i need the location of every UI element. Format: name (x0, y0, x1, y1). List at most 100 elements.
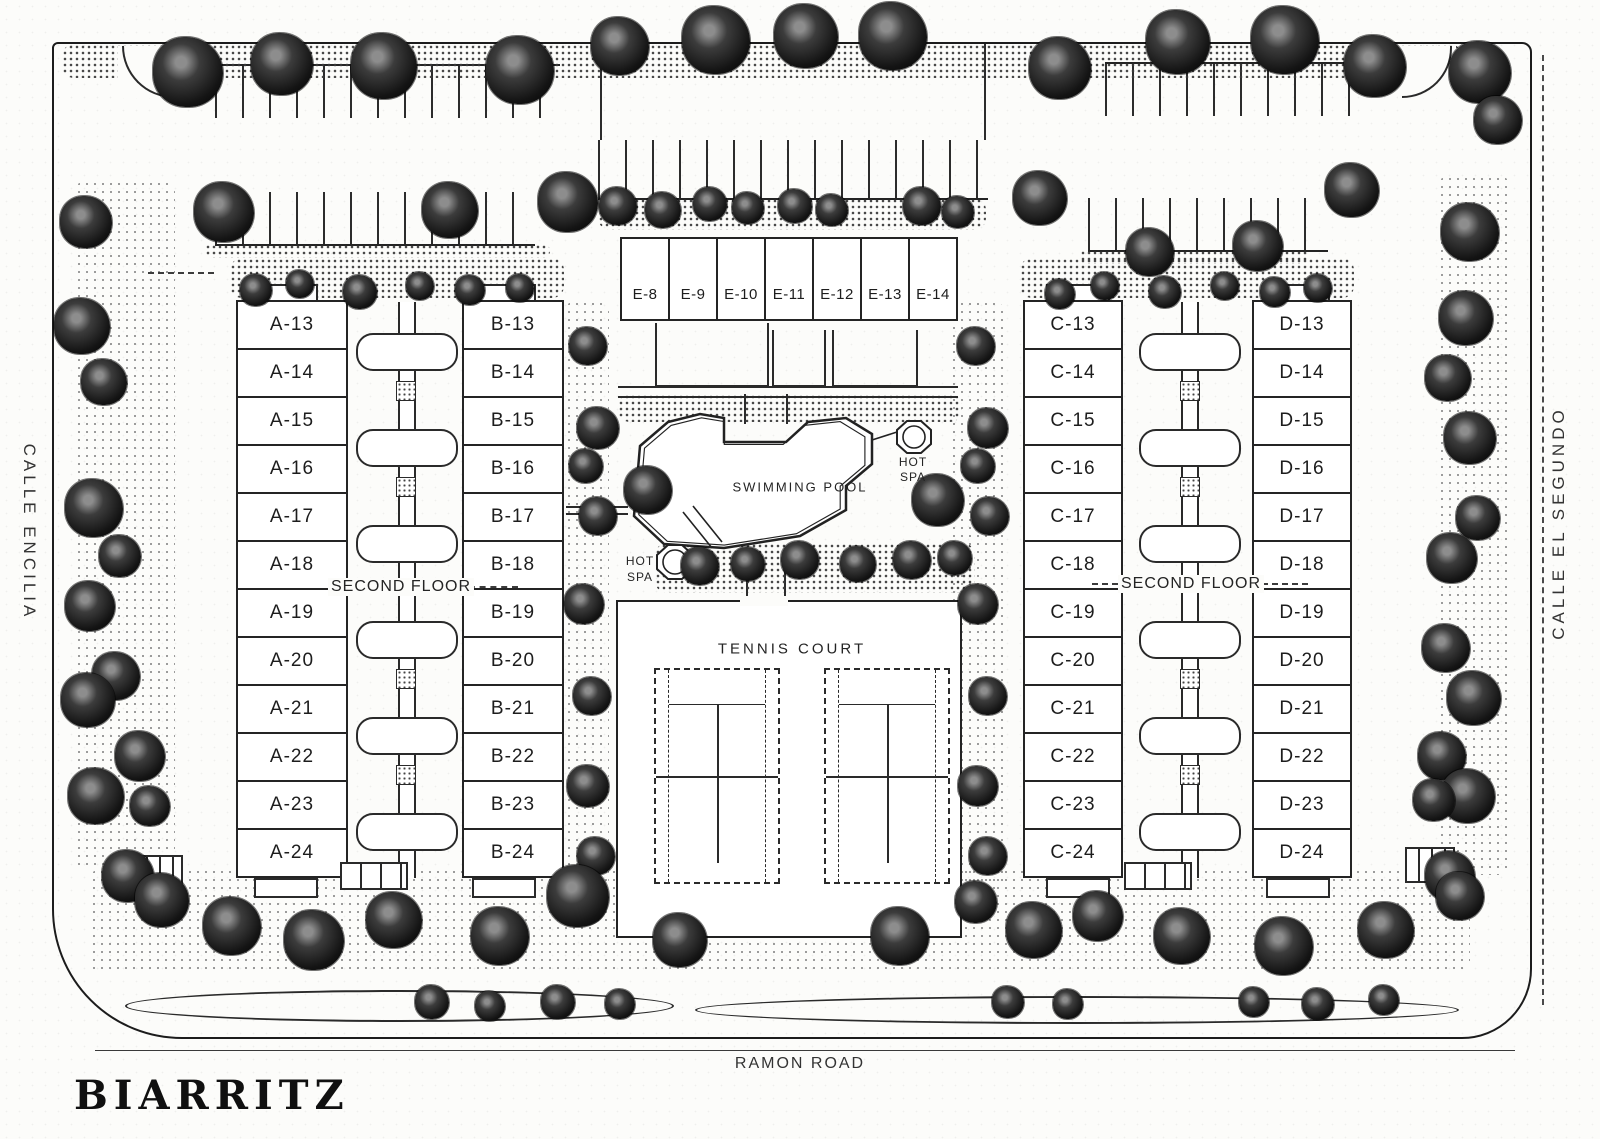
unit-cell: C-20 (1023, 636, 1123, 686)
street-centerline-right (1542, 55, 1544, 1005)
tree (203, 897, 261, 955)
tree (541, 985, 575, 1019)
unit-cell: E-13 (860, 237, 910, 321)
sideline (668, 670, 669, 882)
stair-landing (356, 525, 458, 563)
tree (1029, 37, 1091, 99)
tree (194, 182, 254, 242)
second-floor-label-east: SECOND FLOOR (1117, 575, 1265, 593)
unit-cell: B-15 (462, 396, 564, 446)
tree (351, 33, 417, 99)
tree (1427, 533, 1477, 583)
planter (396, 477, 416, 497)
tree (732, 192, 764, 224)
tree (681, 547, 719, 585)
tree (60, 196, 112, 248)
tree (912, 474, 964, 526)
tree (1255, 917, 1313, 975)
unit-cell: D-21 (1252, 684, 1352, 734)
tree (65, 581, 115, 631)
court (654, 668, 780, 884)
unit-cell: C-18 (1023, 540, 1123, 590)
entry-porch (254, 878, 318, 898)
tree (992, 986, 1024, 1018)
tree (1344, 35, 1406, 97)
tree (251, 33, 313, 95)
tree (1425, 355, 1471, 401)
tree (859, 2, 927, 70)
tree (653, 913, 707, 967)
tree (1233, 221, 1283, 271)
road-edge-line (95, 1050, 1515, 1051)
unit-cell: B-16 (462, 444, 564, 494)
stair-landing (356, 621, 458, 659)
unit-cell: D-16 (1252, 444, 1352, 494)
second-floor-label-west: SECOND FLOOR (327, 578, 475, 596)
stair-landing (1139, 525, 1241, 563)
tree (957, 327, 995, 365)
unit-cell: C-17 (1023, 492, 1123, 542)
parking-row (1088, 198, 1328, 252)
tree (871, 907, 929, 965)
tree (475, 991, 505, 1021)
unit-cell: B-14 (462, 348, 564, 398)
patio-wall (832, 330, 918, 387)
stair-landing (356, 429, 458, 467)
parking-row (215, 192, 535, 246)
tree (1239, 987, 1269, 1017)
leader-line (148, 272, 214, 274)
stair-landing (1139, 429, 1241, 467)
stair-landing (356, 813, 458, 851)
tree (1126, 228, 1174, 276)
tennis-gate-gap (740, 596, 788, 606)
tree (1422, 624, 1470, 672)
stair-landing (1139, 717, 1241, 755)
unit-cell: C-14 (1023, 348, 1123, 398)
tree (240, 274, 272, 306)
unit-cell: A-24 (236, 828, 348, 878)
tree (731, 547, 765, 581)
tree (506, 274, 534, 302)
tree (1436, 872, 1484, 920)
unit-cell: D-23 (1252, 780, 1352, 830)
tree (366, 892, 422, 948)
unit-cell: C-19 (1023, 588, 1123, 638)
tree (567, 765, 609, 807)
planter (396, 765, 416, 785)
tree (1456, 496, 1500, 540)
tree (693, 187, 727, 221)
unit-cell: E-8 (620, 237, 670, 321)
plan-title: BIARRITZ (74, 1072, 350, 1119)
unit-cell: D-18 (1252, 540, 1352, 590)
tree (958, 584, 998, 624)
swimming-pool-label: SWIMMING POOL (732, 479, 868, 495)
tree (624, 466, 672, 514)
tree (61, 673, 115, 727)
tree (1073, 891, 1123, 941)
tree (969, 677, 1007, 715)
tree (415, 985, 449, 1019)
unit-cell: C-24 (1023, 828, 1123, 878)
tree (942, 196, 974, 228)
tree (591, 17, 649, 75)
tree (1013, 171, 1067, 225)
tree (1251, 6, 1319, 74)
unit-cell: C-22 (1023, 732, 1123, 782)
stair-landing (356, 333, 458, 371)
unit-cell: D-15 (1252, 396, 1352, 446)
planter (1180, 381, 1200, 401)
stair-structure (340, 862, 408, 890)
leader-line (1092, 583, 1128, 585)
planter (396, 669, 416, 689)
tree (1439, 291, 1493, 345)
tree (605, 989, 635, 1019)
unit-cell: B-18 (462, 540, 564, 590)
tree (840, 546, 876, 582)
hot-spa-label: SPA (899, 470, 927, 484)
unit-cell: E-12 (812, 237, 862, 321)
sideline (935, 670, 936, 882)
hot-spa-label: HOT (898, 455, 928, 469)
planter (1180, 765, 1200, 785)
tree (903, 187, 941, 225)
